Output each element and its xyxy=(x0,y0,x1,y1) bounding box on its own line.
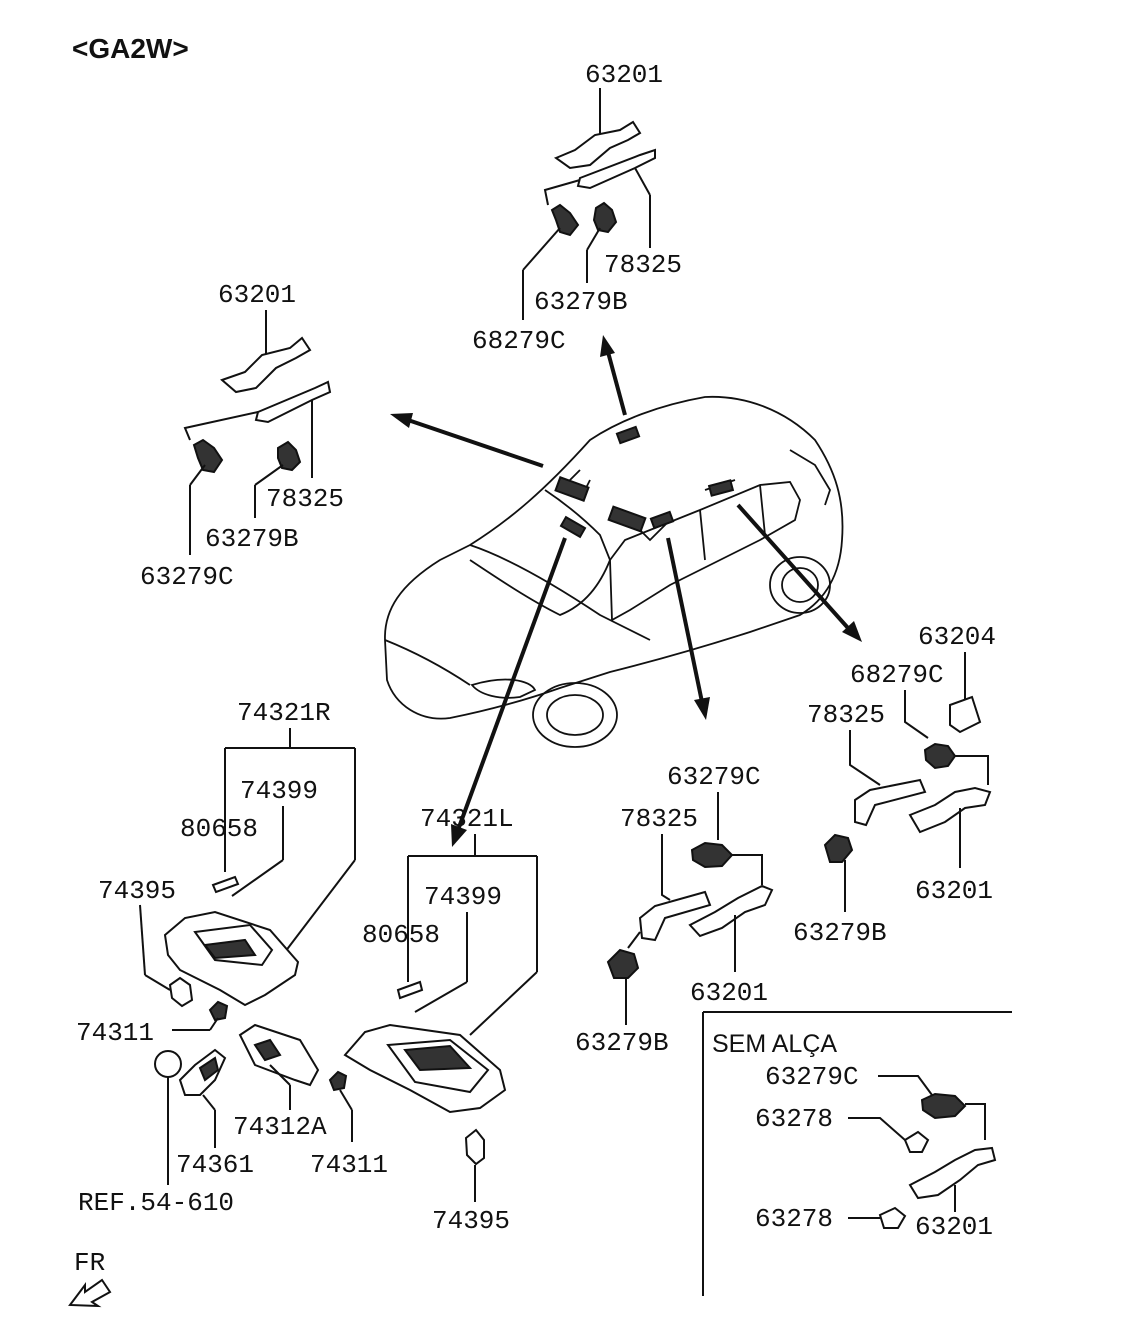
clip-74311 xyxy=(328,1070,348,1092)
label-63279c: 63279C xyxy=(667,762,761,792)
clip-c xyxy=(192,438,224,474)
clip-b xyxy=(606,948,640,979)
label-68279c: 68279C xyxy=(472,326,566,356)
label-74399: 74399 xyxy=(240,776,318,806)
holder-74395 xyxy=(168,976,194,1008)
right-grip-group: 63204 68279C 78325 63279B 63201 xyxy=(793,622,996,948)
front-indicator: FR xyxy=(68,1248,112,1308)
left-grip-group: 63201 78325 63279B 63279C xyxy=(140,280,344,592)
grip-bracket xyxy=(908,1146,997,1200)
label-74399: 74399 xyxy=(424,882,502,912)
grip-handle xyxy=(254,380,332,424)
holder-74395 xyxy=(464,1128,485,1166)
label-63279c: 63279C xyxy=(765,1062,859,1092)
label-80658: 80658 xyxy=(362,920,440,950)
sun-visor-l-group: 74321L 74399 80658 74311 74395 xyxy=(310,804,538,1236)
grip-bracket xyxy=(688,884,774,938)
clip-b xyxy=(277,440,302,472)
label-63201: 63201 xyxy=(690,978,768,1008)
label-74395: 74395 xyxy=(432,1206,510,1236)
cover-63204 xyxy=(949,695,982,734)
label-63201: 63201 xyxy=(915,876,993,906)
label-plate xyxy=(396,980,424,1000)
grip-bracket xyxy=(553,120,642,170)
label-78325: 78325 xyxy=(604,250,682,280)
cap-63278a xyxy=(903,1130,930,1153)
clip-c xyxy=(923,742,957,770)
label-74361: 74361 xyxy=(176,1150,254,1180)
sem-alca-box: SEM ALÇA 63279C 63278 63201 63278 xyxy=(702,1011,1012,1296)
label-63204: 63204 xyxy=(918,622,996,652)
clip-b xyxy=(823,833,854,863)
label-78325: 78325 xyxy=(620,804,698,834)
label-63201: 63201 xyxy=(218,280,296,310)
label-63279c: 63279C xyxy=(140,562,234,592)
cap-ref xyxy=(154,1050,182,1078)
label-63201: 63201 xyxy=(585,60,663,90)
label-74395: 74395 xyxy=(98,876,176,906)
label-78325: 78325 xyxy=(807,700,885,730)
label-63278a: 63278 xyxy=(755,1104,833,1134)
label-74321r: 74321R xyxy=(237,698,331,728)
label-68279c: 68279C xyxy=(850,660,944,690)
label-63279b: 63279B xyxy=(534,287,628,317)
grip-handle xyxy=(638,890,712,942)
label-74321l: 74321L xyxy=(420,804,514,834)
label-ref: REF.54-610 xyxy=(78,1188,234,1218)
grip-bracket xyxy=(908,786,992,834)
clip-b xyxy=(592,201,618,234)
clip-74311 xyxy=(208,1000,229,1022)
label-63279b: 63279B xyxy=(793,918,887,948)
sun-visor-r-group: 74321R 74399 80658 74395 74311 74312A 74… xyxy=(76,698,356,1218)
label-63201: 63201 xyxy=(915,1212,993,1242)
grip-handle xyxy=(854,778,927,827)
label-63278b: 63278 xyxy=(755,1204,833,1234)
cap-63278b xyxy=(878,1206,907,1229)
grip-bracket xyxy=(220,336,312,394)
label-63279b: 63279B xyxy=(205,524,299,554)
label-63279b: 63279B xyxy=(575,1028,669,1058)
car-illustration xyxy=(384,395,844,748)
label-78325: 78325 xyxy=(266,484,344,514)
mid-grip-group: 63279C 78325 63201 63279B xyxy=(575,762,774,1058)
clip-c xyxy=(550,203,580,237)
fr-arrow-icon xyxy=(68,1278,112,1308)
top-grip-group: 63201 78325 63279B 68279C xyxy=(472,60,682,356)
clip-c xyxy=(690,841,734,869)
label-74311: 74311 xyxy=(76,1018,154,1048)
label-74311: 74311 xyxy=(310,1150,388,1180)
diagram-title: <GA2W> xyxy=(72,33,189,64)
label-80658: 80658 xyxy=(180,814,258,844)
box-title: SEM ALÇA xyxy=(712,1030,837,1058)
label-plate xyxy=(211,875,240,894)
clip-c xyxy=(920,1092,967,1120)
fr-label: FR xyxy=(74,1248,105,1278)
label-74312a: 74312A xyxy=(233,1112,327,1142)
pointer-arrows xyxy=(390,335,862,847)
grip-handle xyxy=(576,148,656,190)
